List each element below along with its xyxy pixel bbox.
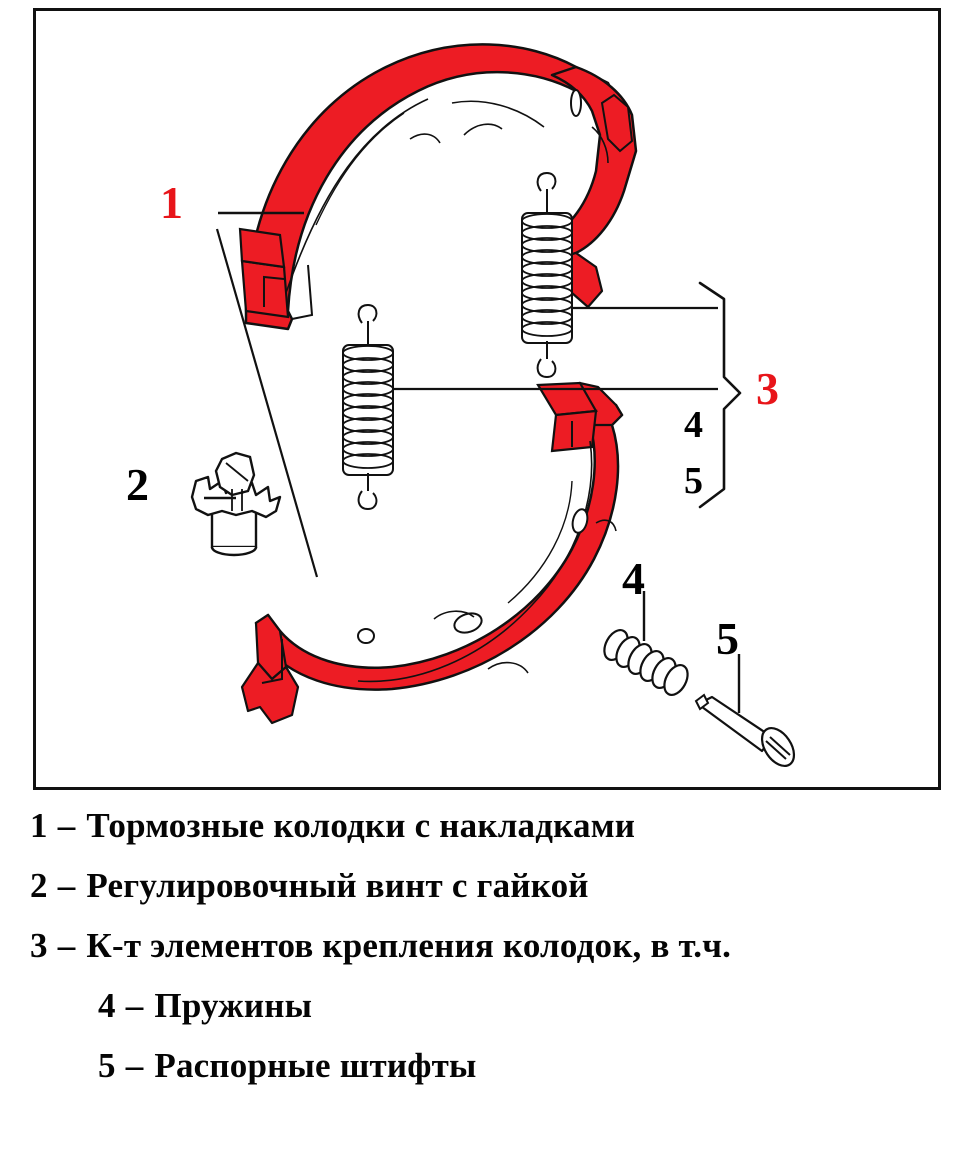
legend-item-3-number: 3: [30, 926, 48, 965]
legend-item-2-dash: –: [57, 866, 76, 905]
legend-item-3-dash: –: [57, 926, 76, 965]
long-spring-right: [521, 171, 573, 379]
callout-3: 3: [756, 363, 779, 414]
upper-brake-shoe: [238, 43, 638, 331]
kit-brace: [698, 281, 742, 509]
callout-5-in-brace: 5: [684, 460, 703, 502]
callout-4: 4: [622, 553, 645, 604]
legend-item-4-number: 4: [98, 986, 116, 1025]
callout-2: 2: [126, 459, 149, 510]
legend-item-2: 2 – Регулировочный винт с гайкой: [0, 866, 960, 926]
legend-item-4-text: Пружины: [154, 986, 313, 1025]
callout-1: 1: [160, 177, 183, 228]
exploded-diagram: [190, 43, 796, 767]
legend-item-1-text: Тормозные колодки с накладками: [86, 806, 636, 845]
legend-item-4-dash: –: [125, 986, 144, 1025]
small-coil-spring: [603, 629, 689, 696]
legend-list: 1 – Тормозные колодки с накладками 2 – Р…: [0, 806, 960, 1106]
legend-item-5-text: Распорные штифты: [154, 1046, 477, 1085]
figure-frame: [33, 8, 941, 790]
legend-item-3: 3 – К-т элементов крепления колодок, в т…: [0, 926, 960, 986]
legend-item-1-number: 1: [30, 806, 48, 845]
legend-item-2-text: Регулировочный винт с гайкой: [86, 866, 589, 905]
spreader-pin: [694, 693, 796, 767]
legend-item-4: 4 – Пружины: [0, 986, 960, 1046]
leader-line-1-lower: [215, 228, 319, 578]
legend-item-1: 1 – Тормозные колодки с накладками: [0, 806, 960, 866]
lower-brake-shoe: [240, 381, 624, 725]
leader-lines: [204, 211, 741, 713]
adjuster-screw-nut: [190, 451, 282, 557]
legend-item-5: 5 – Распорные штифты: [0, 1046, 960, 1106]
long-spring-left: [342, 303, 394, 511]
legend-item-2-number: 2: [30, 866, 48, 905]
callout-4-in-brace: 4: [684, 404, 703, 446]
callout-5: 5: [716, 613, 739, 664]
legend-item-1-dash: –: [57, 806, 76, 845]
legend-item-5-number: 5: [98, 1046, 116, 1085]
legend-item-3-text: К-т элементов крепления колодок, в т.ч.: [86, 926, 732, 965]
legend-item-5-dash: –: [125, 1046, 144, 1085]
